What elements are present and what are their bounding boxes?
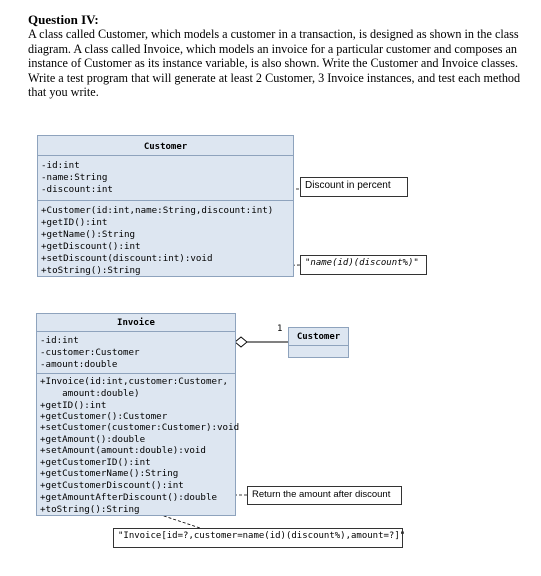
- method: +Invoice(id:int,customer:Customer,: [40, 376, 229, 387]
- note-customer-tostring: "name(id)(discount%)": [300, 255, 427, 275]
- methods-section: +Customer(id:int,name:String,discount:in…: [38, 200, 293, 297]
- invoice-class-box: Invoice -id:int -customer:Customer -amou…: [36, 313, 239, 516]
- question-line: diagram. A class called Invoice, which m…: [28, 41, 518, 56]
- note-amount-after-discount: Return the amount after discount: [247, 486, 402, 505]
- method: +getName():String: [41, 229, 136, 240]
- method: +getCustomerID():int: [40, 457, 151, 468]
- box-divider: [289, 345, 348, 346]
- method: +getID():int: [40, 400, 107, 411]
- method: +getCustomer():Customer: [40, 411, 168, 422]
- question-text: A class called Customer, which models a …: [28, 27, 528, 100]
- fields-section: -id:int -customer:Customer -amount:doubl…: [37, 331, 235, 374]
- method: +getAmountAfterDiscount():double: [40, 492, 218, 503]
- multiplicity-label: 1: [277, 324, 283, 334]
- method: +getAmount():double: [40, 434, 146, 445]
- field: -discount:int: [41, 184, 113, 195]
- customer-class-box: Customer -id:int -name:String -discount:…: [37, 135, 294, 277]
- fields-section: -id:int -name:String -discount:int: [38, 155, 293, 201]
- method: amount:double): [40, 388, 140, 399]
- method: +getCustomerDiscount():int: [40, 480, 184, 491]
- question-line: that you write.: [28, 85, 99, 99]
- field: -customer:Customer: [40, 347, 140, 358]
- field: -amount:double: [40, 359, 118, 370]
- methods-section: +Invoice(id:int,customer:Customer, amoun…: [37, 373, 239, 542]
- method: +setDiscount(discount:int):void: [41, 253, 213, 264]
- composition-diamond: [234, 336, 248, 348]
- method: +Customer(id:int,name:String,discount:in…: [41, 205, 274, 216]
- note-discount: Discount in percent: [300, 177, 408, 197]
- method: +getDiscount():int: [41, 241, 141, 252]
- method: +toString():String: [40, 504, 140, 515]
- class-name: Customer: [143, 142, 188, 152]
- note-invoice-tostring: "Invoice[id=?,customer=name(id)(discount…: [113, 528, 405, 548]
- method: +getCustomerName():String: [40, 468, 179, 479]
- class-name: Invoice: [117, 318, 155, 328]
- question-title: Question IV:: [28, 12, 99, 27]
- method: +setAmount(amount:double):void: [40, 445, 206, 456]
- field: -name:String: [41, 172, 108, 183]
- question-line: instance of Customer as its instance var…: [28, 56, 519, 70]
- method: +setCustomer(customer:Customer):void: [40, 422, 240, 433]
- field: -id:int: [41, 160, 80, 171]
- question-line: Write a test program that will generate …: [28, 70, 521, 85]
- method: +getID():int: [41, 217, 108, 228]
- field: -id:int: [40, 335, 79, 346]
- question-line: A class called Customer, which models a …: [28, 27, 519, 41]
- class-name: Customer: [296, 332, 341, 342]
- method: +toString():String: [41, 265, 141, 276]
- customer-ref-box: Customer: [288, 327, 349, 358]
